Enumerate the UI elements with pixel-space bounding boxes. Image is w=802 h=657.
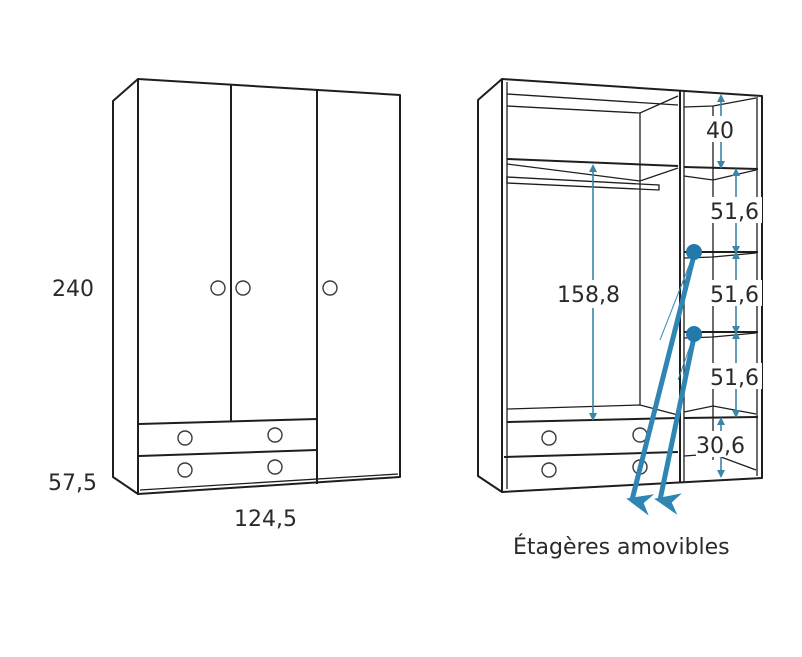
shelf: [683, 416, 759, 419]
frame-outline: [501, 78, 763, 493]
width-label: 124,5: [234, 507, 297, 532]
shelf-gap-label-5: 30,6: [696, 434, 745, 459]
drawer-knob-icon: [541, 462, 557, 478]
height-label: 240: [52, 277, 94, 302]
side-panel: [477, 78, 503, 493]
drawer-mid-line: [138, 449, 318, 457]
removable-shelves-callout: [626, 244, 702, 516]
drawer-knob-icon: [541, 430, 557, 446]
hat-shelf: [506, 158, 679, 167]
hanging-height-label: 158,8: [557, 283, 620, 308]
drawer-knob-icon: [267, 459, 283, 475]
knob-icon: [322, 280, 338, 296]
shelf-marker-dot: [686, 326, 702, 342]
front-outline: [137, 78, 401, 495]
drawer-top-line: [138, 418, 318, 425]
open-wardrobe: [477, 78, 763, 493]
drawer-knob-icon: [177, 430, 193, 446]
knob-icon: [210, 280, 226, 296]
drawer-mid-line: [503, 451, 679, 458]
shelf-gap-label-3: 51,6: [710, 283, 759, 308]
knob-icon: [235, 280, 251, 296]
shelf-marker-dot: [686, 244, 702, 260]
shelf-gap-label-2: 51,6: [710, 200, 759, 225]
side-panel: [112, 78, 139, 495]
callout-label: Étagères amovibles: [513, 534, 730, 560]
shelf: [683, 166, 759, 170]
drawer-knob-icon: [177, 462, 193, 478]
closed-wardrobe: [112, 78, 401, 495]
drawer-knob-icon: [267, 427, 283, 443]
depth-label: 57,5: [48, 471, 97, 496]
hanging-rail: [506, 176, 660, 191]
shelf-gap-label-4: 51,6: [710, 366, 759, 391]
shelf-gap-label-1: 40: [706, 119, 734, 144]
